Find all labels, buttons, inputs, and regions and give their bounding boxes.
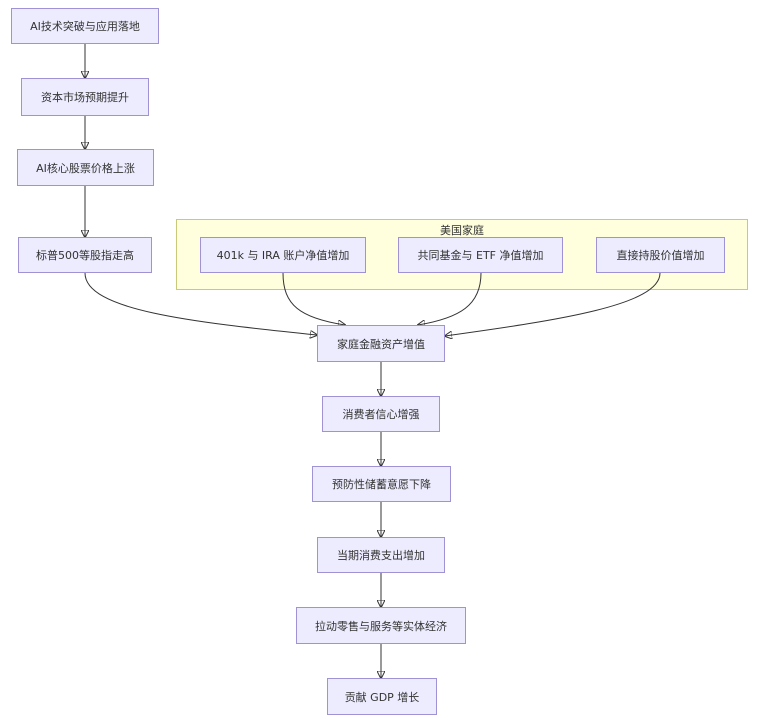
edge-retirement-to-assets [282, 272, 345, 325]
node-consumer-confidence: 消费者信心增强 [322, 396, 440, 432]
node-current-consumption: 当期消费支出增加 [317, 537, 445, 573]
edge-funds-to-assets [418, 272, 482, 325]
node-ai-stocks: AI核心股票价格上涨 [17, 149, 154, 186]
node-ai-breakthrough: AI技术突破与应用落地 [11, 8, 159, 44]
node-sp500: 标普500等股指走高 [18, 237, 152, 273]
node-retail-services: 拉动零售与服务等实体经济 [296, 607, 466, 644]
node-gdp-growth: 贡献 GDP 增长 [327, 678, 437, 715]
node-retirement-accounts: 401k 与 IRA 账户净值增加 [200, 237, 366, 273]
edge-sp500-to-assets [84, 272, 317, 335]
node-capital-market: 资本市场预期提升 [21, 78, 149, 116]
cluster-title: 美国家庭 [440, 224, 484, 237]
node-mutual-funds: 共同基金与 ETF 净值增加 [398, 237, 563, 273]
node-direct-stocks: 直接持股价值增加 [596, 237, 725, 273]
edge-direct-to-assets [445, 272, 661, 336]
node-household-assets: 家庭金融资产增值 [317, 325, 445, 362]
node-precautionary-saving: 预防性储蓄意愿下降 [312, 466, 451, 502]
